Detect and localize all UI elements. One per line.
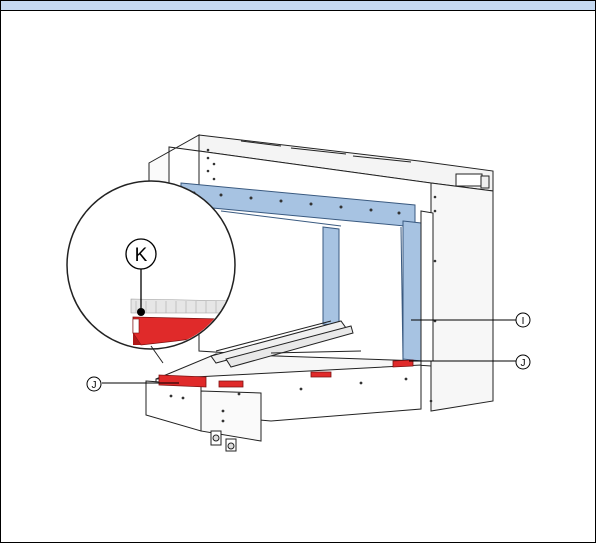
callout-j-left-label: J <box>92 380 97 391</box>
slide-tray <box>145 320 422 452</box>
callout-j-right: J <box>409 354 531 370</box>
callout-j-right-label: J <box>521 358 526 369</box>
callout-j-left: J <box>86 376 179 392</box>
blue-mounting-frame <box>180 182 422 362</box>
callout-i: I <box>411 312 531 328</box>
header-strip <box>1 1 595 11</box>
tray-holes <box>169 377 408 423</box>
callout-k: K <box>125 238 157 316</box>
callout-i-label: I <box>522 316 525 327</box>
red-slide-rails <box>158 359 414 388</box>
right-side-bracket <box>420 210 434 362</box>
callout-k-label: K <box>135 245 148 266</box>
